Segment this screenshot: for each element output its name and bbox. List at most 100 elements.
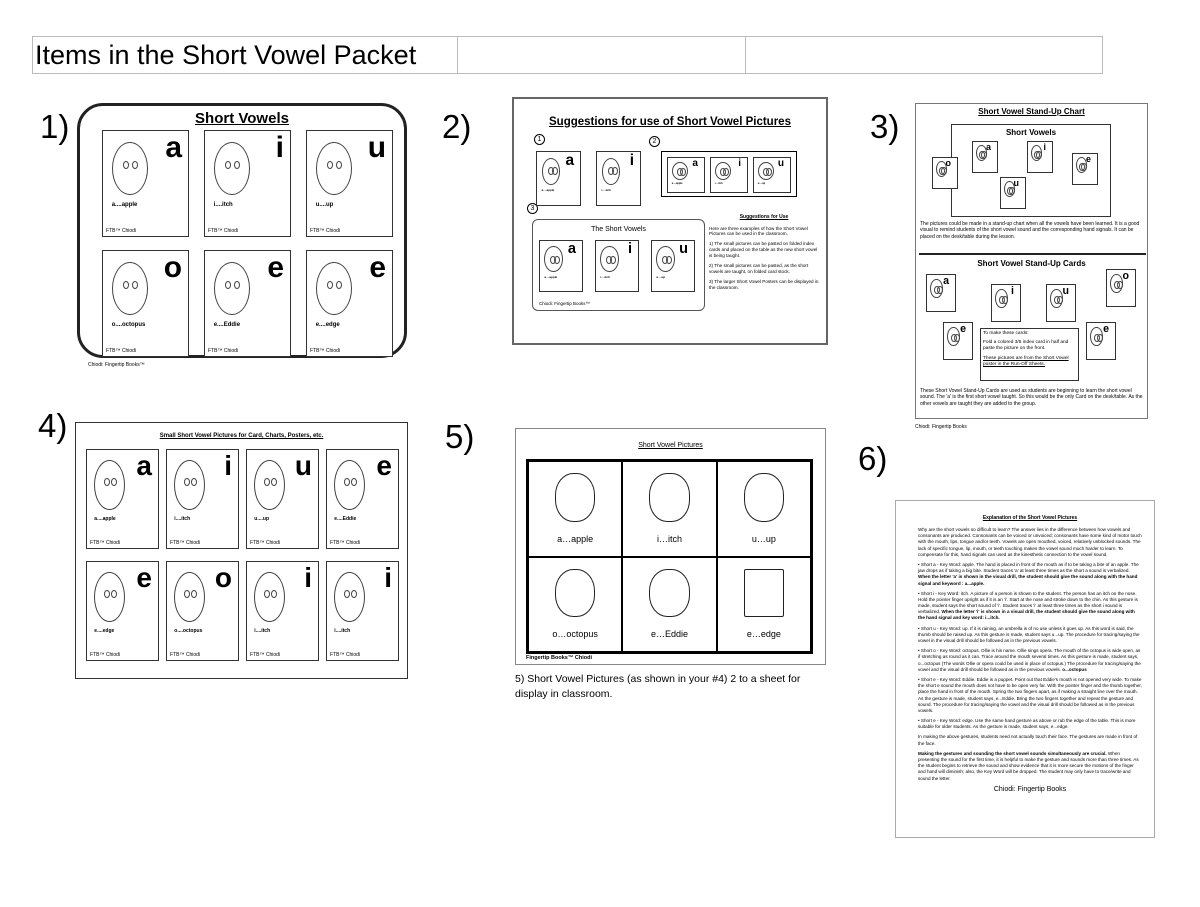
vowel-letter: o bbox=[945, 158, 951, 168]
picture-cell: e…Eddie bbox=[622, 556, 717, 652]
vowel-letter: a bbox=[565, 152, 574, 169]
vowel-card: e bbox=[943, 322, 973, 360]
step-3-badge: 3 bbox=[527, 203, 538, 214]
explanation-paragraph: • Short u - Key Word: up. If it is raini… bbox=[918, 626, 1142, 645]
paragraph-text: Why are the short vowels so difficult to… bbox=[918, 527, 1142, 557]
face-icon bbox=[544, 246, 563, 273]
vowel-letter: u bbox=[367, 131, 386, 164]
explanation-paragraph: • Short i - Key Word: itch. A picture of… bbox=[918, 591, 1142, 622]
header-cell-2 bbox=[458, 37, 746, 73]
vowel-letter: i bbox=[224, 450, 232, 481]
picture-cell: i…itch bbox=[622, 461, 717, 557]
small-pictures-title: Small Short Vowel Pictures for Card, Cha… bbox=[159, 433, 324, 439]
vowel-keyword: a....apple bbox=[111, 201, 138, 208]
face-icon bbox=[947, 326, 960, 346]
vowel-keyword: o....octopus bbox=[111, 321, 146, 328]
suggestion-2: 2) The small pictures can be pasted, as … bbox=[709, 263, 809, 275]
puppet-icon bbox=[649, 568, 690, 618]
paragraph-text: • Short e - Key Word: Eddie. Eddie is a … bbox=[918, 676, 1142, 713]
vowel-keyword: i....itch bbox=[174, 516, 191, 522]
vowel-letter: i bbox=[275, 131, 284, 164]
card-footer: FTB™ Chiodi bbox=[208, 348, 239, 354]
girl-icon bbox=[649, 473, 690, 522]
stand-up-cards-title: Short Vowel Stand-Up Cards bbox=[977, 259, 1086, 268]
card-footer: FTB™ Chiodi bbox=[330, 540, 361, 546]
vowel-card: i bbox=[991, 284, 1021, 322]
vowel-keyword: a....apple bbox=[671, 181, 683, 185]
item-label-5: 5) bbox=[445, 418, 475, 455]
vowel-keyword: e....edge bbox=[315, 321, 340, 328]
vowel-keyword: e....edge bbox=[94, 628, 115, 634]
card-footer: FTB™ Chiodi bbox=[250, 540, 281, 546]
folded-strip bbox=[661, 151, 797, 197]
vowel-letter: i bbox=[738, 158, 741, 169]
face-icon bbox=[174, 460, 205, 510]
face-icon bbox=[935, 161, 948, 178]
card-footer: FTB™ Chiodi bbox=[310, 348, 341, 354]
suggestions-list-title: Suggestions for Use bbox=[739, 214, 789, 220]
paragraph-emphasis: When the letter 'i' is shown in a visual… bbox=[918, 609, 1135, 621]
vowel-keyword: e....Eddie bbox=[334, 516, 357, 522]
face-icon bbox=[1110, 273, 1123, 293]
face-icon bbox=[94, 460, 125, 510]
poster-footer: Chiodi: Fingertip Books™ bbox=[88, 362, 145, 368]
header-title: Items in the Short Vowel Packet bbox=[33, 37, 458, 73]
vowel-letter: i bbox=[1011, 285, 1014, 297]
face-icon bbox=[213, 261, 251, 316]
face-icon bbox=[601, 157, 621, 185]
face-icon bbox=[254, 460, 285, 510]
vowel-pictures-caption: 5) Short Vowel Pictures (as shown in you… bbox=[515, 673, 801, 700]
card-footer: FTB™ Chiodi bbox=[250, 652, 281, 658]
vowel-keyword: o....octopus bbox=[174, 628, 203, 634]
paragraph-text: • Short o - Key Word: octopus. Ollie is … bbox=[918, 648, 1141, 672]
paragraph-text: • Short u - Key Word: up. If it is raini… bbox=[918, 625, 1140, 643]
picture-keyword: i…itch bbox=[656, 533, 682, 544]
picture-cell: a…apple bbox=[528, 461, 623, 557]
mini-poster-title: The Short Vowels bbox=[591, 226, 646, 233]
suggestions-sheet: Suggestions for use of Short Vowel Pictu… bbox=[512, 97, 828, 345]
explanation-paragraph: Making the gestures and sounding the sho… bbox=[918, 751, 1142, 782]
vowel-card: e bbox=[1072, 153, 1098, 185]
suggestion-intro: Here are three examples of how the Short… bbox=[709, 225, 808, 237]
explanation-paragraph: • Short o - Key Word: octopus. Ollie is … bbox=[918, 648, 1142, 673]
explanation-paragraph: • Short e - Key Word: edge. Use the same… bbox=[918, 718, 1142, 730]
suggestion-3: 3) The larger Short Vowel Posters can be… bbox=[709, 279, 819, 291]
face-icon bbox=[1030, 145, 1043, 162]
vowel-card: u bbox=[1046, 284, 1076, 322]
poster-title: Short Vowels bbox=[195, 110, 289, 127]
explanation-paragraph: In making the above gestures, students n… bbox=[918, 734, 1142, 746]
header-table: Items in the Short Vowel Packet bbox=[32, 36, 1103, 74]
vowel-letter: i bbox=[629, 152, 634, 169]
vowel-pictures-title: Short Vowel Pictures bbox=[638, 442, 703, 449]
vowel-letter: e bbox=[1086, 154, 1091, 164]
vowel-keyword: i....itch bbox=[601, 188, 612, 193]
card-footer: FTB™ Chiodi bbox=[106, 228, 137, 234]
vowel-keyword: i....itch bbox=[213, 201, 233, 208]
item-label-1: 1) bbox=[40, 108, 70, 145]
item-label-6: 6) bbox=[858, 440, 888, 477]
face-icon bbox=[930, 278, 943, 298]
face-icon bbox=[714, 161, 731, 180]
vowel-card: a bbox=[972, 141, 998, 173]
vowel-letter: o bbox=[214, 562, 232, 593]
step-2-badge: 2 bbox=[649, 136, 660, 147]
board-title: Short Vowels bbox=[1005, 128, 1057, 137]
face-icon bbox=[995, 288, 1008, 308]
vowel-letter: e bbox=[369, 251, 386, 284]
picture-keyword: e…Eddie bbox=[650, 629, 688, 639]
card-footer: FTB™ Chiodi bbox=[90, 540, 121, 546]
card-footer: FTB™ Chiodi bbox=[90, 652, 121, 658]
vowel-keyword: u....up bbox=[254, 516, 270, 522]
face-icon bbox=[334, 460, 365, 510]
vowel-card: e bbox=[1086, 322, 1116, 360]
face-icon bbox=[541, 157, 561, 185]
vowel-keyword: a....apple bbox=[94, 516, 116, 522]
